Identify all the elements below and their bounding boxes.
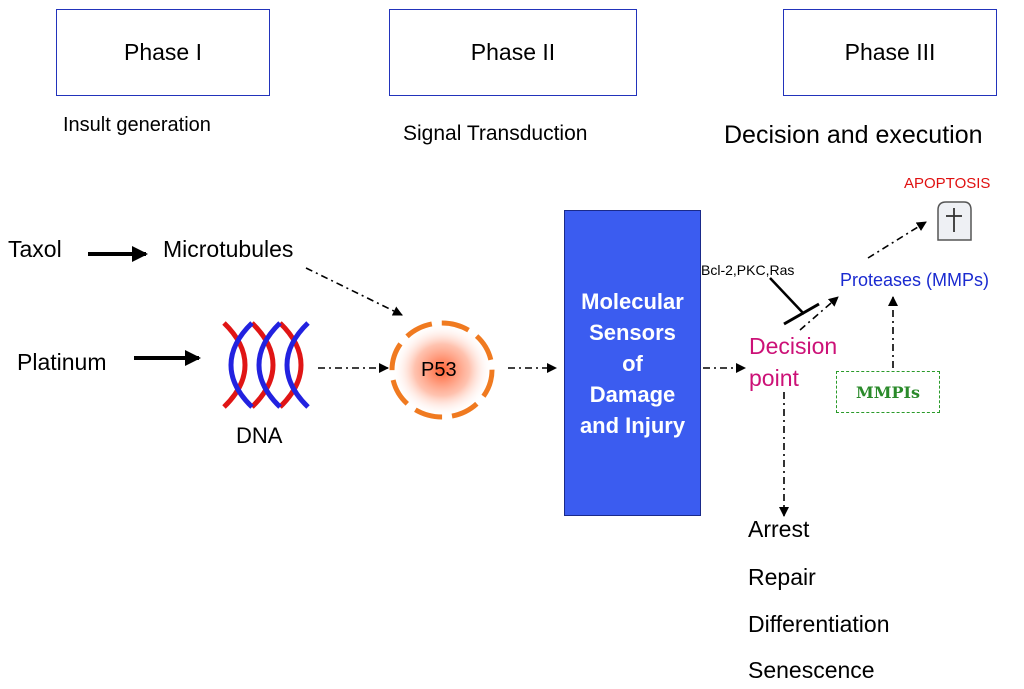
outcome-repair: Repair <box>748 564 816 590</box>
sensor-line-4: Damage <box>589 381 676 407</box>
p53-node <box>389 320 495 420</box>
inhibition-bar <box>783 302 820 326</box>
mmpis-box: MMPIs <box>836 371 940 413</box>
outcome-arrest: Arrest <box>748 516 810 542</box>
decision-label-line-2: point <box>749 365 799 391</box>
tombstone-cross-icon <box>937 201 972 241</box>
phase-2-caption: Signal Transduction <box>403 122 588 145</box>
phase-2-box: Phase II <box>389 9 637 96</box>
dna-helix-icon <box>222 321 310 409</box>
sensor-line-3: of <box>622 350 643 376</box>
mmpis-label: MMPIs <box>856 382 920 402</box>
sensor-line-5: and Injury <box>579 412 686 438</box>
p53-label: P53 <box>421 359 457 381</box>
inhibition-line <box>769 277 805 315</box>
platinum-label: Platinum <box>17 349 107 375</box>
phase-1-label: Phase I <box>124 39 202 65</box>
taxol-label: Taxol <box>8 236 62 262</box>
proteases-label: Proteases (MMPs) <box>840 270 990 290</box>
molecular-sensors-box: Molecular Sensors of Damage and Injury <box>564 210 701 516</box>
phase-3-box: Phase III <box>783 9 997 96</box>
inhibitors-label: Bcl-2,PKC,Ras <box>701 262 795 278</box>
phase-2-label: Phase II <box>470 39 556 65</box>
outcome-differentiation: Differentiation <box>748 611 890 637</box>
phase-1-box: Phase I <box>56 9 270 96</box>
proteases-to-apoptosis-arrow <box>867 221 927 259</box>
phase-3-caption: Decision and execution <box>724 121 983 149</box>
microtubules-to-p53-arrow <box>305 267 403 316</box>
decision-to-proteases-arrow <box>799 296 839 331</box>
phase-3-label: Phase III <box>844 39 936 65</box>
phase-1-caption: Insult generation <box>63 114 211 136</box>
decision-label-line-1: Decision <box>749 333 838 359</box>
outcome-senescence: Senescence <box>748 657 875 683</box>
dna-label: DNA <box>236 423 283 448</box>
microtubules-label: Microtubules <box>163 236 294 262</box>
apoptosis-label: APOPTOSIS <box>904 175 991 192</box>
sensor-line-1: Molecular <box>581 288 684 314</box>
sensor-line-2: Sensors <box>589 319 676 345</box>
